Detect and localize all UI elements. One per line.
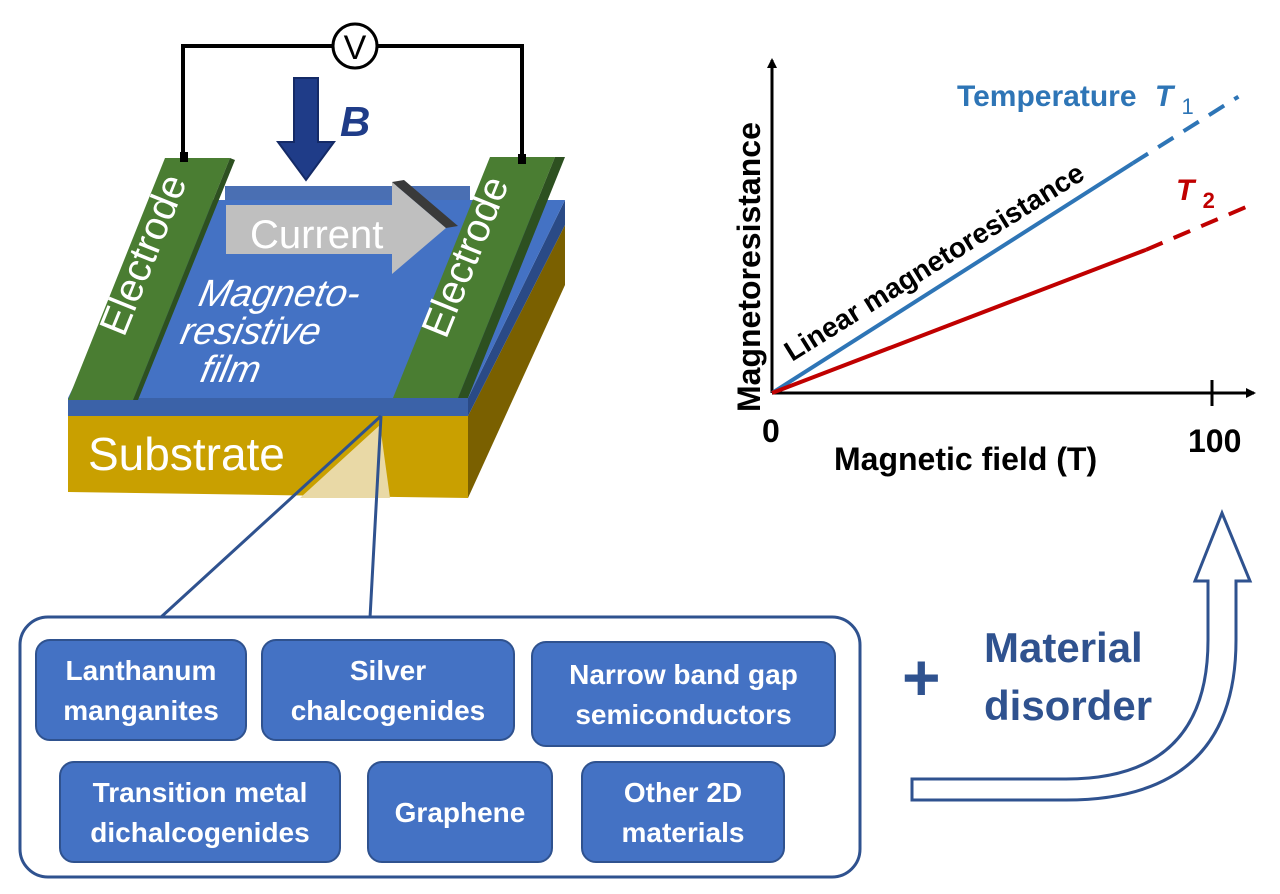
voltmeter: V	[331, 22, 379, 70]
curved-up-arrow-icon	[910, 508, 1253, 802]
material-item-label: Silver	[350, 655, 426, 686]
material-item: Graphene	[367, 761, 553, 863]
material-item-box	[581, 761, 785, 863]
film-label-line-3: film	[197, 348, 265, 391]
magnetic-field-arrow: B	[276, 77, 370, 182]
material-item: Narrow band gap semiconductors	[531, 641, 836, 747]
disorder-label-line-2: disorder	[984, 682, 1152, 729]
material-item-label: Lanthanum	[66, 655, 217, 686]
substrate-label: Substrate	[88, 428, 285, 480]
film-right-edge	[468, 200, 565, 416]
film-label-line-1: Magneto-	[195, 272, 365, 315]
material-item: Lanthanum manganites	[35, 639, 247, 741]
film-side-edge	[68, 398, 468, 416]
film-top-highlight	[225, 186, 470, 200]
plus-sign: +	[902, 640, 941, 714]
material-item-label: Other 2D	[624, 777, 742, 808]
material-item-box	[367, 761, 553, 863]
field-label: B	[340, 98, 370, 145]
chart: 0 100 Magnetic field (T) Magnetoresistan…	[731, 58, 1256, 477]
series-t1-solid-line	[770, 161, 1134, 395]
device-illustration: V B Substrate Current Magn	[68, 22, 565, 498]
material-item-label: Transition metal	[93, 777, 308, 808]
down-arrow-icon	[276, 77, 336, 182]
legend-t2: T 2	[1176, 174, 1215, 213]
left-electrode-top	[68, 158, 230, 400]
left-electrode-side	[133, 158, 235, 400]
x-tick-label-100: 100	[1188, 423, 1241, 459]
material-item: Transition metal dichalcogenides	[59, 761, 341, 863]
legend-t1: Temperature T 1	[957, 80, 1194, 119]
right-electrode-top	[393, 157, 555, 398]
right-contact	[518, 154, 526, 164]
disorder-section: + Material disorder	[902, 508, 1253, 802]
annotation-label: Linear magnetoresistance	[779, 157, 1090, 367]
legend-t2-sub: 2	[1203, 188, 1215, 213]
substrate-shadow	[300, 425, 390, 498]
substrate-right-face	[468, 225, 565, 498]
x-tick-label-0: 0	[762, 413, 780, 449]
y-axis-label: Magnetoresistance	[731, 122, 767, 412]
material-item-label: materials	[622, 817, 745, 848]
material-item-box	[59, 761, 341, 863]
substrate-block: Substrate	[68, 225, 565, 498]
material-item-label: Graphene	[395, 797, 526, 828]
materials-grid: Lanthanum manganites Silver chalcogenides Na…	[35, 639, 836, 863]
current-arrow-shape	[226, 182, 446, 274]
zoom-callout-lines	[158, 414, 383, 620]
material-item: Other 2D materials	[581, 761, 785, 863]
material-item-label: chalcogenides	[291, 695, 486, 726]
material-item-label: manganites	[63, 695, 219, 726]
material-item-box	[261, 639, 515, 741]
current-arrow-edge	[392, 180, 458, 228]
right-electrode-side	[458, 157, 565, 398]
material-item-label: semiconductors	[575, 699, 791, 730]
series-t1-dashed-line	[1131, 94, 1240, 165]
material-item-label: dichalcogenides	[90, 817, 309, 848]
legend-t1-main: T	[1155, 80, 1176, 113]
x-axis-label: Magnetic field (T)	[834, 441, 1097, 477]
material-item: Silver chalcogenides	[261, 639, 515, 741]
voltmeter-label: V	[344, 29, 367, 67]
legend-t2-main: T	[1176, 174, 1197, 207]
material-item-box	[35, 639, 247, 741]
series-lines	[770, 94, 1248, 395]
legend-t1-sub: 1	[1182, 94, 1194, 119]
film-label: Magneto- resistive film	[177, 272, 365, 391]
legend-title: Temperature	[957, 80, 1137, 113]
film-label-line-2: resistive	[177, 310, 325, 353]
voltmeter-icon	[331, 22, 379, 70]
series-t2-dashed-line	[1145, 204, 1248, 252]
current-label: Current	[250, 213, 383, 257]
left-contact	[180, 152, 188, 162]
material-item-box	[531, 641, 836, 747]
disorder-label-line-1: Material	[984, 624, 1143, 671]
circuit-wire	[181, 44, 524, 160]
series-t2-solid-line	[771, 247, 1147, 395]
materials-panel: Lanthanum manganites Silver chalcogenides Na…	[18, 615, 862, 879]
material-item-label: Narrow band gap	[569, 659, 798, 690]
current-arrow: Current	[226, 180, 458, 274]
